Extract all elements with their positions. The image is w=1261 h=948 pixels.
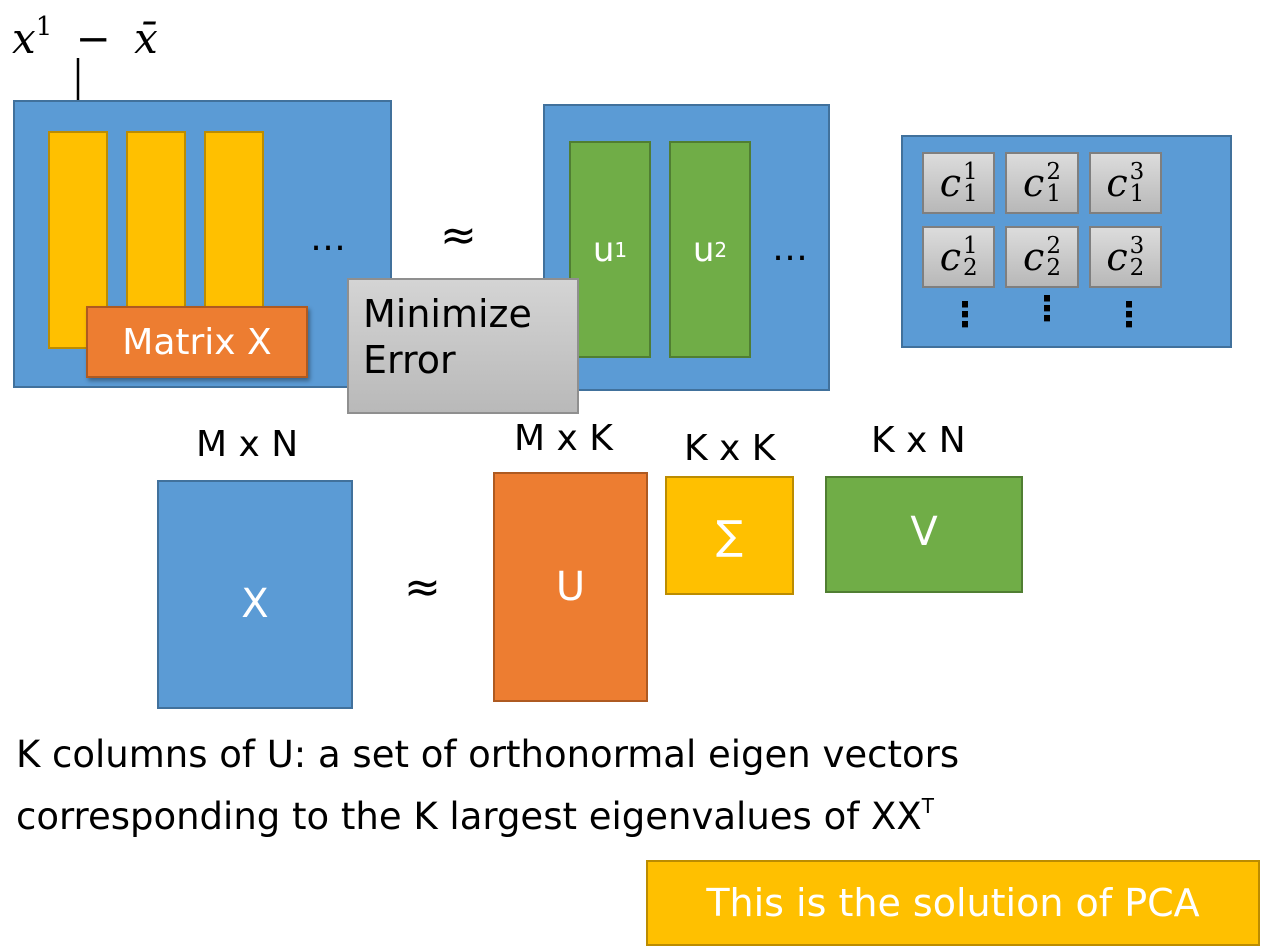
formula-sup: 1 [35,12,53,42]
caption-line-2-text: corresponding to the K largest eigenvalu… [16,795,922,838]
formula-xbar: x̄ [134,14,158,63]
svd-sigma-box: ∑ [665,476,794,595]
svd-v-label: V [910,508,938,555]
sigma-dimension-label: K x K [684,428,776,469]
data-columns-ellipsis: … [310,218,346,259]
minimize-label: Minimize [363,292,532,336]
svd-v-box: V [825,476,1023,593]
svd-u-label: U [555,564,586,610]
top-approx-sign: ≈ [440,210,477,261]
formula-minus: − [75,14,111,63]
solution-text: This is the solution of PCA [706,881,1200,925]
svd-approx-sign: ≈ [404,562,441,613]
solution-box: This is the solution of PCA [646,860,1260,946]
components-ellipsis: … [772,228,808,269]
matrix-x-label: Matrix X [86,306,308,378]
error-label: Error [363,337,456,382]
u1-base: u [592,229,615,270]
minimize-error-box: Minimize Error [347,278,579,414]
svd-x-box: X [157,480,353,709]
v-dimension-label: K x N [871,420,966,461]
caption-line-2-sup: T [921,794,934,818]
x-dimension-label: M x N [196,424,299,465]
coefficient-vdots-2: ⋮ [1030,289,1064,329]
svd-x-label: X [241,580,269,627]
svd-u-box: U [493,472,648,702]
u2-base: u [692,229,715,270]
column-formula: x1 − x̄ [12,14,158,60]
u1-sup: 1 [614,237,628,262]
u-dimension-label: M x K [514,418,613,459]
caption-line-1: K columns of U: a set of orthonormal eig… [16,733,960,776]
u2-sup: 2 [714,237,728,262]
caption-line-2: corresponding to the K largest eigenvalu… [16,794,934,838]
coefficient-vdots-3: ⋮ [1112,295,1146,335]
coefficient-vdots-1: ⋮ [948,295,982,335]
formula-x: x [12,14,36,63]
svd-sigma-label: ∑ [716,512,743,559]
